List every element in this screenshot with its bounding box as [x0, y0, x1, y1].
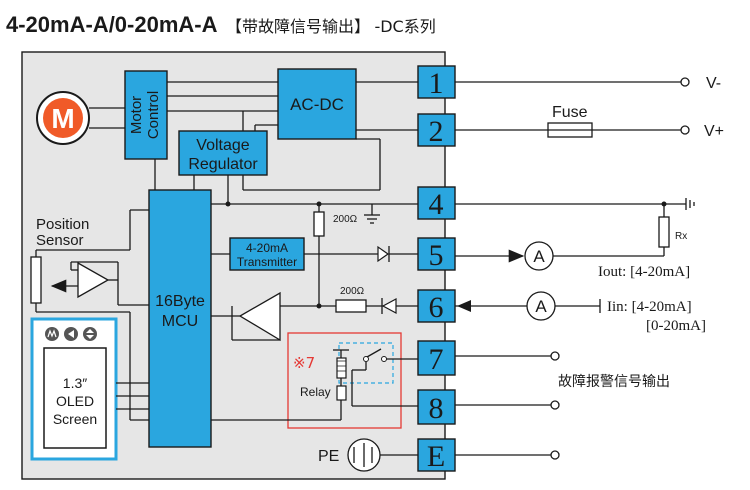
ac-dc-block: AC-DC [277, 68, 357, 140]
motor-icon: M [36, 91, 90, 145]
terminal-8-label: 8 [429, 392, 444, 425]
ac-dc-label: AC-DC [290, 95, 344, 114]
terminal-2-label: 2 [429, 115, 444, 148]
transmitter-label-1: 4-20mA [246, 241, 288, 255]
oled-button-icons [45, 327, 97, 341]
mcu-label-1: 16Byte [155, 293, 205, 310]
ammeter-in-label: A [535, 297, 547, 316]
oled-label-2: OLED [56, 393, 94, 409]
oled-screen: 1.3″ OLED Screen [30, 317, 118, 461]
external-wiring: V- Fuse V+ Rx A Iout: [4-20mA] A Iin: [4… [455, 75, 724, 460]
earth-ground-icon [347, 438, 418, 472]
iout-label: Iout: [4-20mA] [598, 264, 690, 280]
motor-letter: M [51, 103, 74, 134]
mcu-label-2: MCU [162, 313, 198, 330]
input-resistor-diode: 200Ω [335, 286, 397, 315]
diagram-title: 4-20mA-A/0-20mA-A 【带故障信号输出】 -DC系列 [6, 12, 436, 37]
transmitter-wiring [211, 245, 418, 263]
terminal-7-label: 7 [429, 343, 444, 376]
terminal-6-label: 6 [429, 291, 444, 324]
motor-control-label-1: Motor [128, 96, 145, 134]
motor-control-label-2: Control [145, 91, 162, 139]
terminal-4-label: 4 [429, 188, 444, 221]
voltage-regulator-label-2: Regulator [188, 156, 258, 173]
v-minus-label: V- [706, 75, 721, 92]
ammeter-out-label: A [533, 247, 545, 266]
resistor-200-ground: 200Ω [225, 201, 380, 309]
position-sensor-label-1: Position [36, 216, 89, 233]
terminal-4 [417, 186, 456, 220]
terminal-7 [417, 340, 456, 376]
relay-block: ※7 Relay [211, 332, 418, 429]
sensor-amplifier [50, 261, 149, 306]
rx-label: Rx [675, 231, 687, 242]
terminal-8 [417, 389, 456, 425]
terminal-5-label: 5 [429, 239, 444, 272]
terminal-strip: 1 2 4 5 6 7 8 E [417, 65, 456, 473]
relay-label: Relay [300, 385, 331, 399]
iin-label-1: Iin: [4-20mA] [607, 299, 692, 315]
terminal-5 [417, 237, 456, 271]
terminal-1 [417, 65, 456, 99]
iin-label-2: [0-20mA] [646, 318, 706, 334]
fault-output-label: 故障报警信号输出 [558, 374, 670, 390]
resistor-2-label: 200Ω [340, 286, 365, 297]
voltage-regulator-block: Voltage Regulator [178, 130, 268, 176]
pe-label: PE [318, 448, 339, 465]
terminal-1-label: 1 [429, 67, 444, 100]
transmitter-block: 4-20mA Transmitter [229, 237, 305, 271]
v-plus-label: V+ [704, 123, 724, 140]
mcu-block: 16Byte MCU [148, 189, 212, 448]
terminal-6 [417, 289, 456, 323]
oled-label-1: 1.3″ [63, 375, 87, 391]
motor-control-block: Motor Control [124, 70, 168, 160]
resistor-1-label: 200Ω [333, 214, 358, 225]
fuse-label: Fuse [552, 104, 588, 121]
terminal-e-label: E [427, 440, 445, 473]
voltage-regulator-label-1: Voltage [196, 137, 249, 154]
power-wiring [154, 81, 418, 205]
relay-mark: ※7 [293, 354, 315, 372]
transmitter-label-2: Transmitter [237, 255, 297, 269]
oled-label-3: Screen [53, 411, 97, 427]
position-sensor-label-2: Sensor [36, 232, 84, 249]
rx-resistor [658, 216, 670, 248]
position-sensor-potentiometer [30, 209, 149, 421]
